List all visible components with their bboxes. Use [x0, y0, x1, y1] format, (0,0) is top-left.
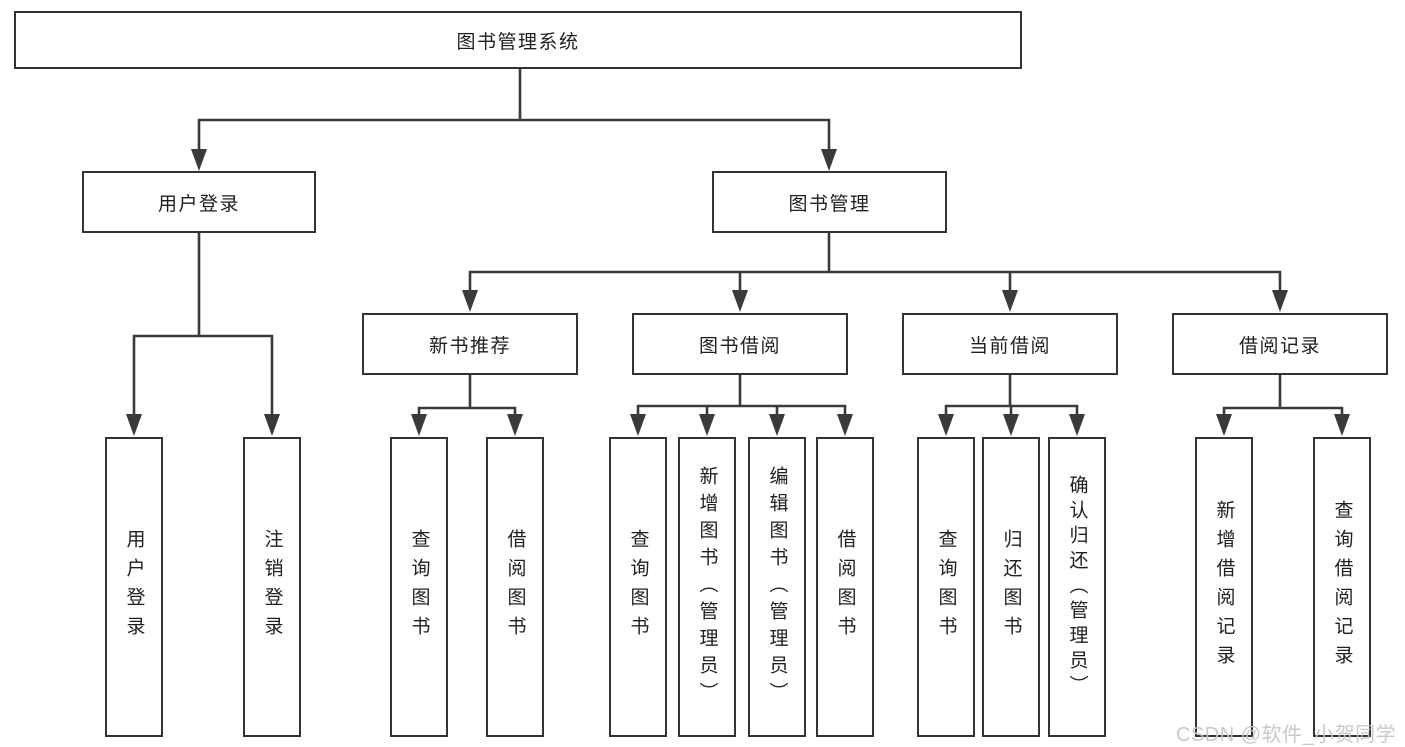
connector-book-borrow-children: [630, 374, 853, 436]
leaf-confirm-return-admin: 确认归还（管理员）: [1048, 437, 1106, 737]
node-new-book-recommend: 新书推荐: [362, 313, 578, 375]
leaf-query-books-recommend: 查询图书: [390, 437, 448, 737]
leaf-edit-book-admin: 编辑图书（管理员）: [748, 437, 806, 737]
connector-borrow-records-children: [1216, 374, 1350, 436]
node-book-management: 图书管理: [712, 171, 947, 233]
leaf-logout: 注销登录: [243, 437, 301, 737]
leaf-query-books-borrow: 查询图书: [609, 437, 667, 737]
leaf-user-login: 用户登录: [105, 437, 163, 737]
connector-user-login-children: [126, 232, 280, 436]
node-current-borrow: 当前借阅: [902, 313, 1118, 375]
leaf-return-books: 归还图书: [982, 437, 1040, 737]
node-borrow-records: 借阅记录: [1172, 313, 1388, 375]
node-user-login: 用户登录: [82, 171, 316, 233]
leaf-query-books-current: 查询图书: [917, 437, 975, 737]
leaf-query-borrow-record: 查询借阅记录: [1313, 437, 1371, 737]
leaf-add-book-admin: 新增图书（管理员）: [678, 437, 736, 737]
connector-current-borrow-children: [938, 374, 1085, 436]
connector-root-to-level2: [191, 69, 837, 171]
leaf-borrow-books: 借阅图书: [816, 437, 874, 737]
csdn-watermark: CSDN @软件_小贺同学: [1176, 724, 1397, 746]
node-book-borrow: 图书借阅: [632, 313, 848, 375]
leaf-add-borrow-record: 新增借阅记录: [1195, 437, 1253, 737]
connector-new-book-recommend-children: [411, 374, 523, 436]
leaf-borrow-books-recommend: 借阅图书: [486, 437, 544, 737]
node-root: 图书管理系统: [14, 11, 1022, 69]
connector-book-management-children: [462, 232, 1288, 312]
